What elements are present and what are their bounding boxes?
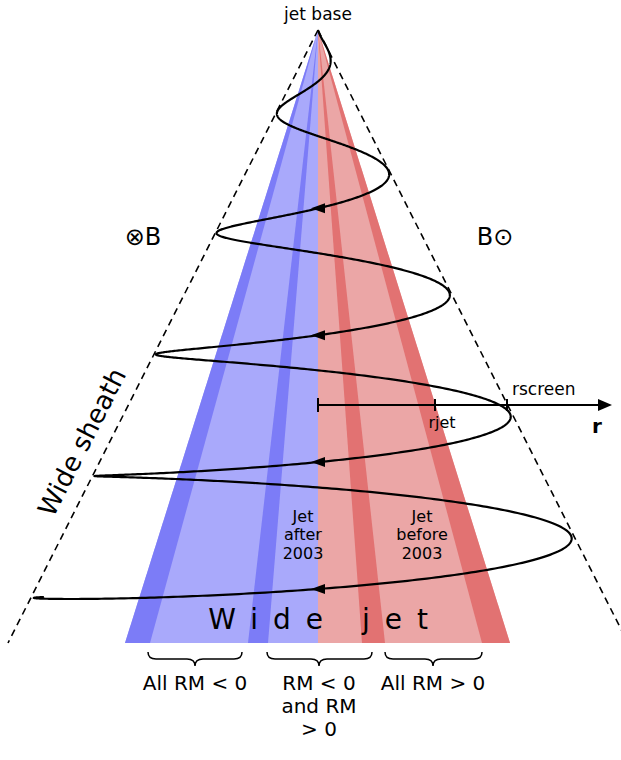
axis-tick (317, 398, 319, 412)
jet-label: Jet before 2003 (393, 508, 451, 563)
rm-label: All RM > 0 (381, 672, 486, 695)
jet-stripe (318, 30, 510, 643)
helix-arrowhead (311, 330, 325, 340)
region-label: Wide jet (193, 606, 443, 634)
axis-tick (434, 399, 436, 411)
axis-arrowhead (598, 399, 612, 411)
axis-label: r (592, 416, 602, 436)
radius-label: rscreen (512, 380, 576, 400)
radius-label: rjet (428, 414, 455, 432)
helix-arrowhead (311, 457, 325, 467)
field-direction-label: ⊗B (125, 225, 162, 249)
rm-label: RM < 0 and RM > 0 (274, 672, 364, 741)
jet-stripe (318, 30, 385, 643)
brace (148, 652, 242, 666)
axis-tick (506, 399, 508, 411)
radius-axis (318, 404, 600, 406)
field-direction-label: B⊙ (477, 225, 514, 249)
sheath-boundary (318, 30, 621, 643)
brace (385, 652, 482, 666)
apex-label: jet base (284, 6, 352, 23)
helix-line (34, 30, 572, 599)
helix-arrowhead (311, 584, 325, 594)
helix-arrowhead (311, 203, 325, 213)
jet-before-region (318, 30, 510, 643)
sheath-boundary (8, 30, 318, 643)
helical-field (34, 30, 572, 599)
rm-label: All RM < 0 (143, 672, 248, 695)
brace (267, 652, 372, 666)
jet-label: Jet after 2003 (274, 508, 332, 563)
